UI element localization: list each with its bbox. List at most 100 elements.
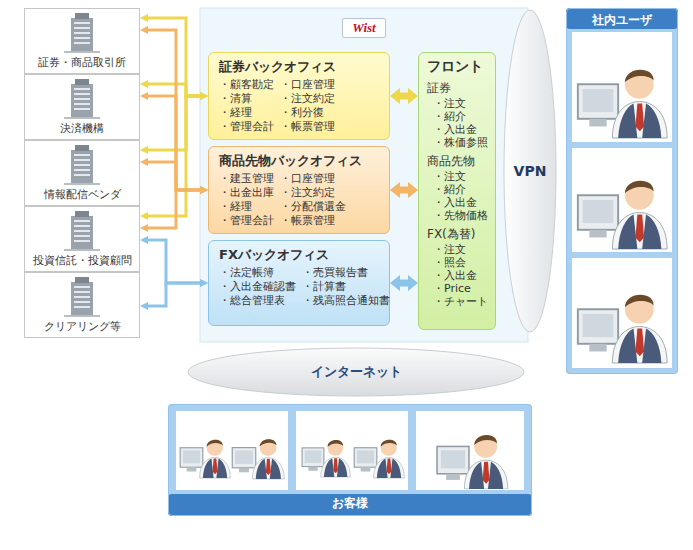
link-arrow <box>148 283 200 306</box>
data-flow-arrow <box>400 187 408 194</box>
building-icon <box>64 277 100 317</box>
box-label: クリアリング等 <box>44 319 121 334</box>
item-text: ・口座管理 <box>280 78 335 92</box>
institution-box: 情報配信ベンダ <box>24 140 140 206</box>
building-icon <box>64 211 100 251</box>
item-text: ・入出金 <box>427 269 491 282</box>
person-illustration <box>232 439 284 479</box>
system-panel-fill <box>200 8 528 342</box>
item-text: ・口座管理 <box>280 172 346 186</box>
back-office-box: 証券バックオフィス・顧客勘定・口座管理・清算・注文約定・経理・利分復・管理会計・… <box>208 52 390 140</box>
item-text: ・帳票管理 <box>280 120 335 134</box>
picture-card <box>416 411 524 490</box>
link-arrow <box>148 96 200 216</box>
box-label: 決済機構 <box>60 121 104 136</box>
item-grid: ・顧客勘定・口座管理・清算・注文約定・経理・利分復・管理会計・帳票管理 <box>219 78 381 134</box>
item-text: ・清算 <box>219 92 274 106</box>
box-label: VPN <box>514 163 547 179</box>
picture-card <box>176 411 288 490</box>
building-icon <box>64 13 100 53</box>
link-arrow <box>148 84 200 96</box>
link-arrow <box>148 30 200 190</box>
item-grid: ・法定帳簿・売買報告書・入出金確認書・計算書・総合管理表・残高照合通知書 <box>219 266 381 308</box>
picture-card <box>572 32 672 142</box>
item-text: ・分配償還金 <box>280 200 346 214</box>
item-text: ・チャート <box>427 295 491 308</box>
building-icon <box>64 145 100 185</box>
person-illustration <box>578 295 667 363</box>
item-text: ・利分復 <box>280 106 335 120</box>
institution-box: 決済機構 <box>24 74 140 140</box>
item-text: ・経理 <box>219 200 274 214</box>
data-flow-arrow <box>400 93 408 100</box>
link-arrow <box>148 96 200 150</box>
building-icon <box>64 79 100 119</box>
item-text: ・売買報告書 <box>302 266 390 280</box>
box-label: インターネット <box>311 363 402 381</box>
link-arrow <box>148 162 200 190</box>
item-text: ・入出金 <box>427 123 491 136</box>
item-text: ・注文 <box>427 243 491 256</box>
back-office-box: FXバックオフィス・法定帳簿・売買報告書・入出金確認書・計算書・総合管理表・残高… <box>208 240 390 326</box>
institution-box: 投資信託・投資顧問 <box>24 206 140 272</box>
item-text: ・Price <box>427 282 491 295</box>
vpn-ellipse: VPN <box>504 10 556 332</box>
logo-text: Wist <box>342 18 385 38</box>
section-heading: 証券 <box>427 80 491 97</box>
item-text: ・法定帳簿 <box>219 266 296 280</box>
person-illustration <box>578 181 667 249</box>
box-heading: FXバックオフィス <box>219 246 381 264</box>
item-text: ・入出金確認書 <box>219 280 296 294</box>
data-flow-arrow <box>400 280 408 287</box>
link-arrow <box>148 96 200 190</box>
box-label: 社内ユーザ <box>567 12 677 29</box>
picture-card <box>572 258 672 368</box>
link-arrow <box>148 190 200 228</box>
item-text: ・株価参照 <box>427 136 491 149</box>
item-text: ・計算書 <box>302 280 390 294</box>
box-label: 情報配信ベンダ <box>44 187 121 202</box>
person-illustration <box>437 435 508 489</box>
item-text: ・照会 <box>427 256 491 269</box>
back-office-box: 商品先物バックオフィス・建玉管理・口座管理・出金出庫・注文約定・経理・分配償還金… <box>208 146 390 234</box>
item-text: ・注文 <box>427 97 491 110</box>
section-heading: FX(為替) <box>427 226 491 243</box>
person-illustration <box>354 440 404 478</box>
user-panel: 社内ユーザ <box>566 8 678 374</box>
item-text: ・管理会計 <box>219 214 274 228</box>
customer-panel: お客様 <box>168 404 532 516</box>
item-text: ・建玉管理 <box>219 172 274 186</box>
box-heading: 商品先物バックオフィス <box>219 152 381 170</box>
box-label: 投資信託・投資顧問 <box>33 253 132 268</box>
item-text: ・顧客勘定 <box>219 78 274 92</box>
box-label: 証券・商品取引所 <box>38 55 126 70</box>
person-illustration <box>302 440 350 477</box>
customer-panel-fill <box>168 404 532 516</box>
internet-ellipse: インターネット <box>188 348 524 396</box>
item-text: ・入出金 <box>427 196 491 209</box>
item-text: ・帳票管理 <box>280 214 346 228</box>
internet-ellipse-shape <box>188 348 524 396</box>
person-illustration <box>578 70 667 138</box>
item-text: ・出金出庫 <box>219 186 274 200</box>
item-text: ・注文 <box>427 170 491 183</box>
institution-box: クリアリング等 <box>24 272 140 338</box>
item-grid: ・建玉管理・口座管理・出金出庫・注文約定・経理・分配償還金・管理会計・帳票管理 <box>219 172 381 228</box>
vpn-ellipse-shape <box>504 10 556 332</box>
title-band <box>168 494 532 516</box>
item-text: ・総合管理表 <box>219 294 296 308</box>
picture-card <box>296 411 408 490</box>
item-text: ・管理会計 <box>219 120 274 134</box>
box-label: お客様 <box>332 495 368 512</box>
institution-box: 証券・商品取引所 <box>24 8 140 74</box>
item-text: ・紹介 <box>427 183 491 196</box>
item-text: ・注文約定 <box>280 186 346 200</box>
link-arrow <box>148 240 200 283</box>
section-heading: 商品先物 <box>427 153 491 170</box>
picture-card <box>572 148 672 252</box>
box-heading: フロント <box>427 58 491 76</box>
front-box: フロント証券・注文・紹介・入出金・株価参照商品先物・注文・紹介・入出金・先物価格… <box>418 52 496 330</box>
item-text: ・経理 <box>219 106 274 120</box>
person-illustration <box>180 440 230 478</box>
item-text: ・残高照合通知書 <box>302 294 390 308</box>
